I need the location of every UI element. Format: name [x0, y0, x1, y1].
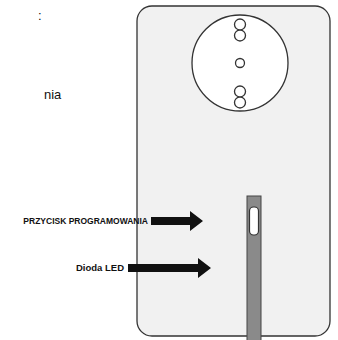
part-label: Dioda LED: [76, 263, 124, 273]
part-label: PRZYCISK PROGRAMOWANIA: [23, 217, 148, 226]
program-button: [250, 207, 259, 235]
socket-holes: [235, 19, 246, 108]
led-light-bar: [247, 196, 261, 340]
device-housing: [137, 6, 330, 336]
socket-face: [192, 15, 288, 111]
cropped-text: nia: [44, 88, 61, 102]
pointer-arrow: [151, 211, 203, 231]
cropped-text: :: [38, 9, 42, 23]
pointer-arrow: [128, 258, 211, 278]
